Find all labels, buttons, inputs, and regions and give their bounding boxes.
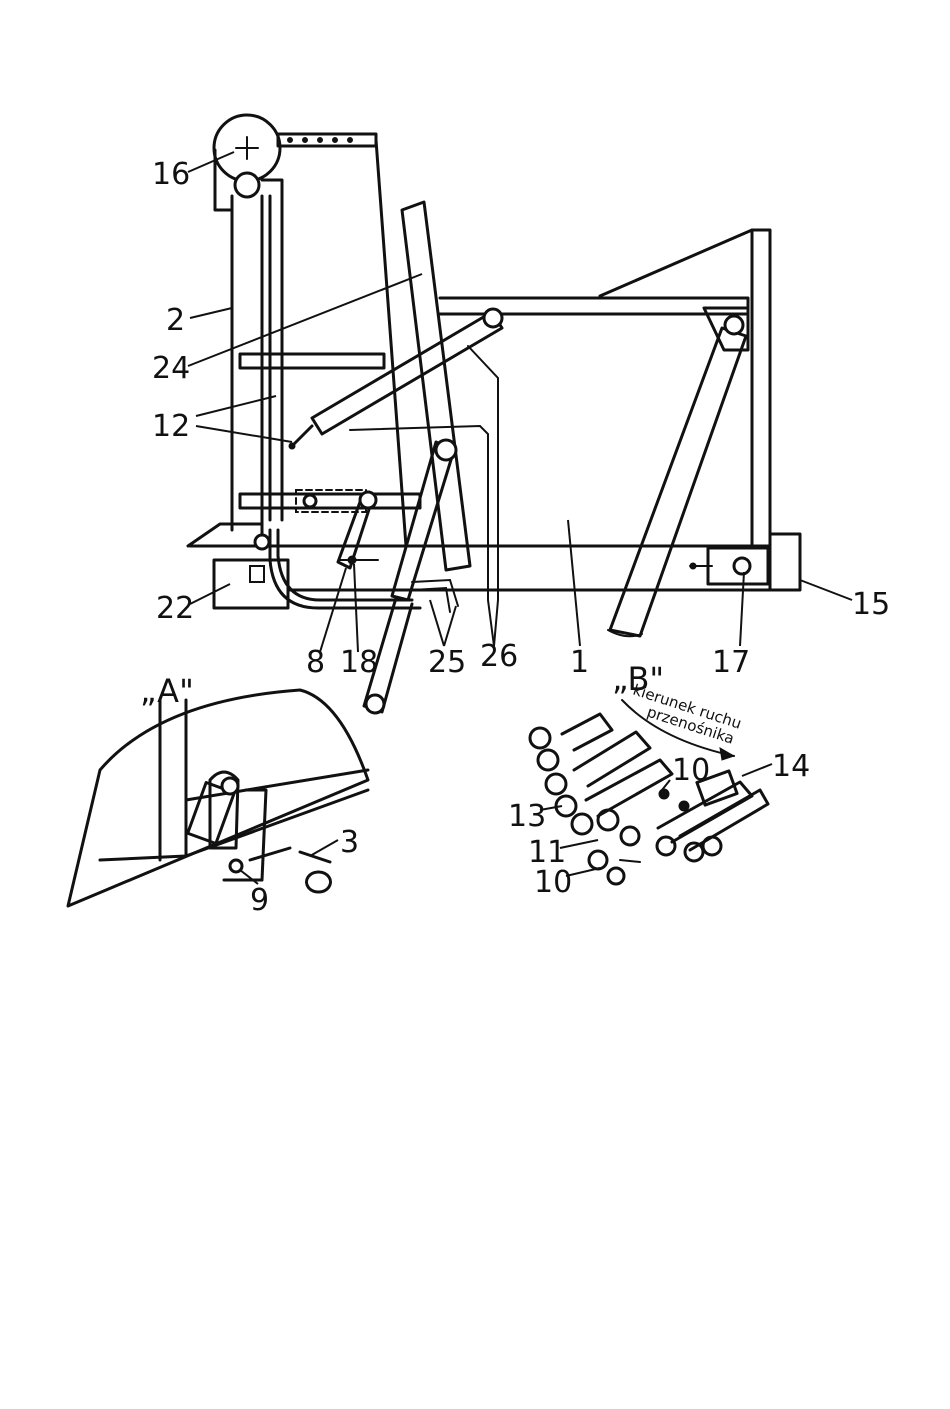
view-label-a: „A" [140,672,194,710]
main-assembly [188,115,800,713]
label-9: 9 [250,883,269,918]
label-24: 24 [152,351,190,386]
label-2: 2 [166,303,185,338]
label-3: 3 [340,825,359,860]
label-26: 26 [480,639,518,674]
label-17: 17 [712,645,750,680]
label-13: 13 [508,799,546,834]
part-labels: 16 2 24 12 22 8 18 25 26 1 17 15 3 9 13 … [140,157,890,918]
arrowhead-icon [720,748,734,760]
label-22: 22 [156,591,194,626]
label-15: 15 [852,587,890,622]
label-18: 18 [340,645,378,680]
label-12: 12 [152,409,190,444]
label-16: 16 [152,157,190,192]
view-label-b: „B" [612,660,664,698]
label-10-lower: 10 [534,865,572,900]
label-10-upper: 10 [672,753,710,788]
detail-a [68,690,368,906]
label-1: 1 [570,645,589,680]
label-8: 8 [306,645,325,680]
label-14: 14 [772,749,810,784]
label-25: 25 [428,645,466,680]
